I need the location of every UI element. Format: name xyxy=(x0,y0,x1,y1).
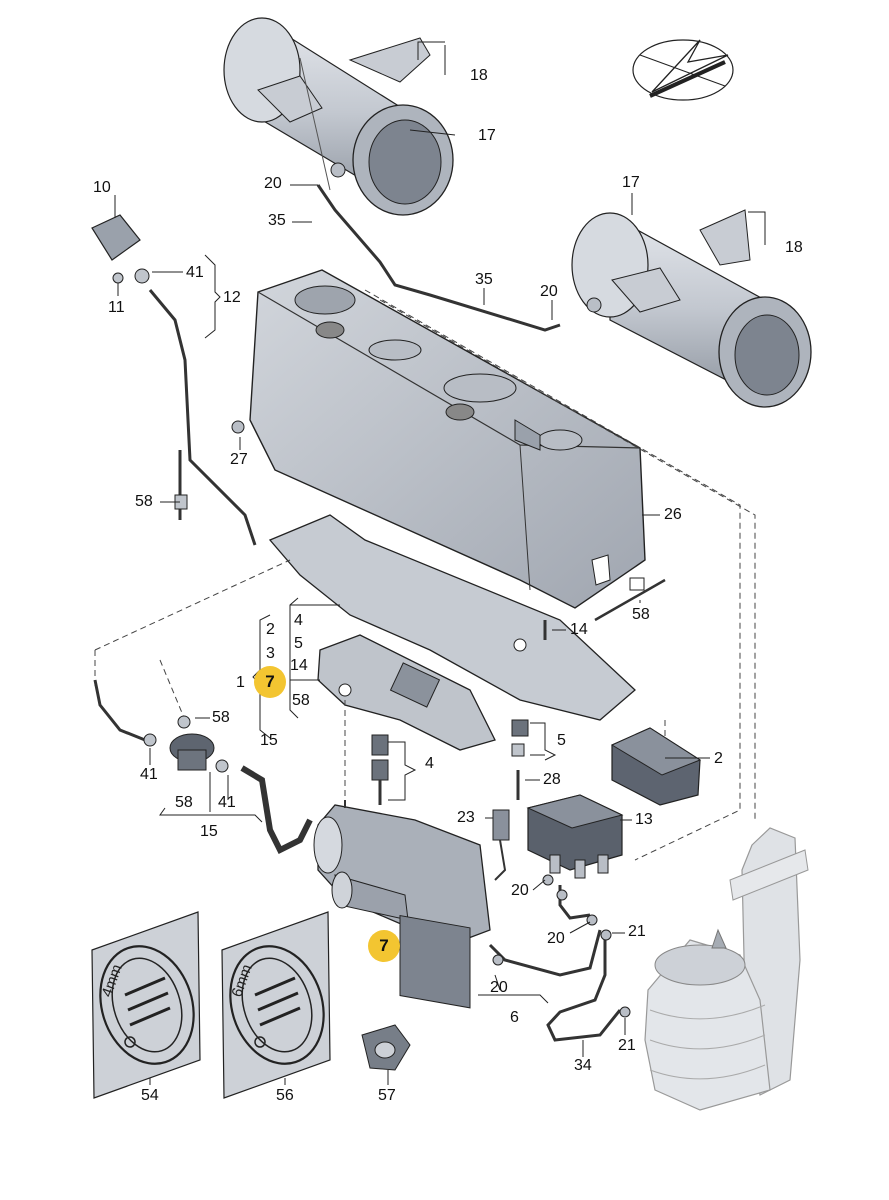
part-label-4: 4 xyxy=(425,755,434,772)
part-label-14: 14 xyxy=(290,657,308,674)
part-label-58: 58 xyxy=(175,794,193,811)
part-label-56: 56 xyxy=(276,1087,294,1104)
cable-tie-58 xyxy=(594,577,666,622)
valve-block-13 xyxy=(526,794,624,879)
part-label-17: 17 xyxy=(622,174,640,191)
part-label-11: 11 xyxy=(108,299,125,316)
rubber-mounts xyxy=(371,620,547,805)
callout-compressor-bottom: 7 xyxy=(368,930,400,962)
part-label-35: 35 xyxy=(475,271,493,288)
air-line-35 xyxy=(316,184,561,332)
part-label-57: 57 xyxy=(378,1087,396,1104)
part-label-58: 58 xyxy=(292,692,310,709)
part-label-35: 35 xyxy=(268,212,286,229)
screw-27 xyxy=(231,420,245,434)
part-label-5: 5 xyxy=(557,732,566,749)
part-label-41: 41 xyxy=(140,766,158,783)
part-label-18: 18 xyxy=(785,239,803,256)
part-label-12: 12 xyxy=(223,289,241,306)
part-label-58: 58 xyxy=(135,493,153,510)
part-label-5: 5 xyxy=(294,635,303,652)
part-label-34: 34 xyxy=(574,1057,592,1074)
part-label-15: 15 xyxy=(260,732,278,749)
part-label-54: 54 xyxy=(141,1087,159,1104)
tape-roll-57 xyxy=(361,1024,411,1071)
orientation-compass-icon xyxy=(632,39,734,101)
part-label-20: 20 xyxy=(540,283,558,300)
repair-kit-56: 6mm xyxy=(221,911,331,1099)
part-label-21: 21 xyxy=(618,1037,636,1054)
part-label-1: 1 xyxy=(236,674,245,691)
air-reservoir-right xyxy=(571,209,812,408)
part-label-20: 20 xyxy=(490,979,508,996)
connector-23 xyxy=(492,809,510,881)
part-label-41: 41 xyxy=(186,264,204,281)
level-sensor-harness xyxy=(91,214,257,546)
part-label-3: 3 xyxy=(266,645,275,662)
part-label-15: 15 xyxy=(200,823,218,840)
part-label-17: 17 xyxy=(478,127,496,144)
part-label-14: 14 xyxy=(570,621,588,638)
pressure-hose-15 xyxy=(93,679,313,855)
part-label-6: 6 xyxy=(510,1009,519,1026)
cover-26 xyxy=(249,269,646,609)
repair-kit-54: 4mm xyxy=(91,911,201,1099)
assembly-leader-lines xyxy=(94,289,756,861)
callout-compressor-top: 7 xyxy=(254,666,286,698)
part-label-13: 13 xyxy=(635,811,653,828)
compressor-7 xyxy=(313,800,491,1009)
part-label-58: 58 xyxy=(632,606,650,623)
part-label-20: 20 xyxy=(547,930,565,947)
part-label-27: 27 xyxy=(230,451,248,468)
part-label-21: 21 xyxy=(628,923,646,940)
control-unit-2 xyxy=(610,727,702,806)
part-label-41: 41 xyxy=(218,794,236,811)
label-leader-lines xyxy=(114,41,766,1085)
air-reservoir-top xyxy=(223,17,454,216)
part-label-28: 28 xyxy=(543,771,561,788)
part-label-20: 20 xyxy=(511,882,529,899)
part-label-2: 2 xyxy=(714,750,723,767)
part-label-4: 4 xyxy=(294,612,303,629)
part-label-2: 2 xyxy=(266,621,275,638)
mounting-frame xyxy=(268,514,636,751)
part-label-58: 58 xyxy=(212,709,230,726)
air-spring-strut xyxy=(644,827,809,1111)
part-label-23: 23 xyxy=(457,809,475,826)
part-label-20: 20 xyxy=(264,175,282,192)
part-label-10: 10 xyxy=(93,179,111,196)
part-label-18: 18 xyxy=(470,67,488,84)
part-label-26: 26 xyxy=(664,506,682,523)
